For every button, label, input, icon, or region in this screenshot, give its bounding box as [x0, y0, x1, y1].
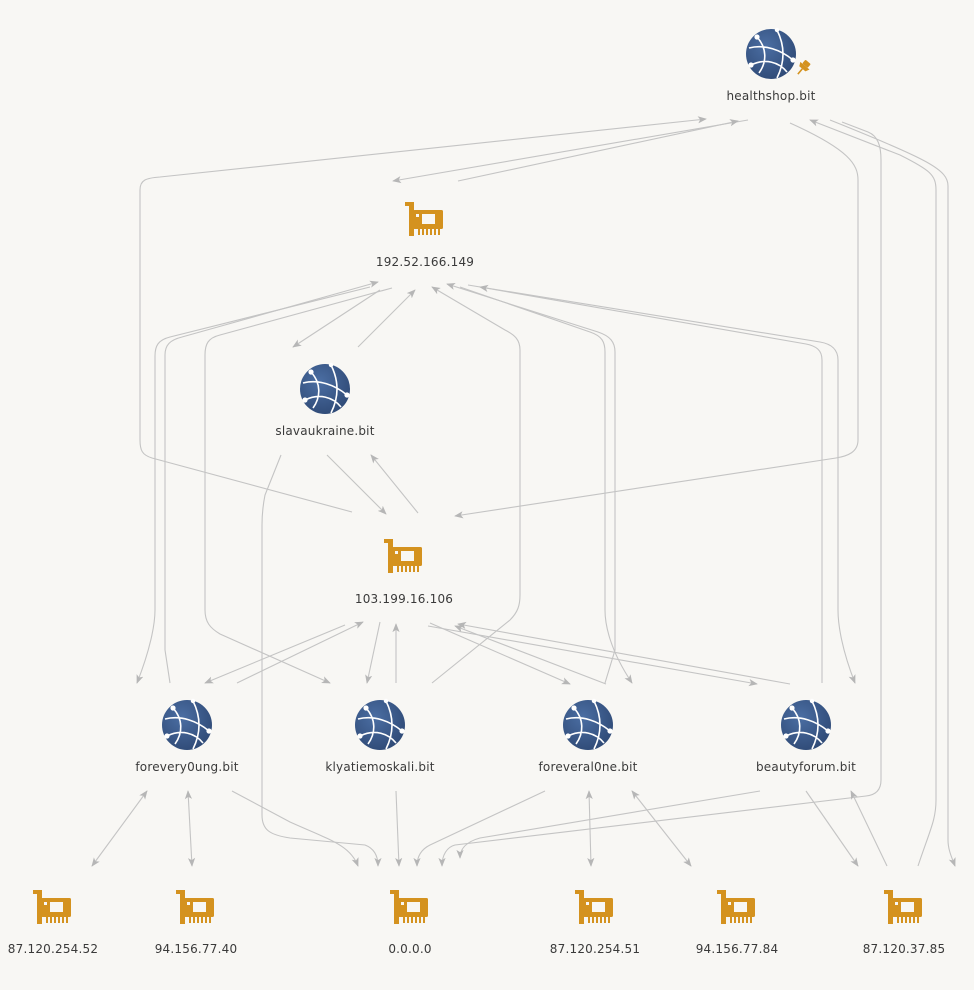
network-card-icon — [405, 202, 443, 236]
globe-icon — [746, 27, 796, 79]
edge-ip149-to-forevery — [136, 286, 371, 684]
network-card-icon — [33, 890, 71, 924]
globe-icon — [162, 698, 212, 750]
edge-beauty-to-ip0000 — [456, 790, 761, 859]
edge-ip106-to-klyatie — [365, 621, 381, 684]
edge-ip106-to-forevery — [204, 624, 346, 684]
node-slava[interactable]: slavaukraine.bit — [275, 362, 375, 438]
edge-foreveral-to-ip0000 — [413, 790, 546, 867]
network-card-icon — [176, 890, 214, 924]
node-label: 87.120.37.85 — [863, 942, 946, 956]
edge-ip149-to-foreveral — [459, 286, 633, 684]
node-beauty[interactable]: beautyforum.bit — [756, 698, 856, 774]
edge-klyatie-to-ip149 — [431, 286, 521, 684]
edge-foreveral-to-ip7784 — [631, 790, 692, 867]
node-ip7784[interactable]: 94.156.77.84 — [696, 890, 779, 956]
edge-beauty-to-ip106 — [457, 621, 791, 685]
network-card-icon — [390, 890, 428, 924]
node-ip5451[interactable]: 87.120.254.51 — [550, 890, 640, 956]
edge-forevery-to-ip106 — [236, 621, 364, 684]
edge-slava-to-ip106 — [326, 454, 387, 515]
edge-klyatie-to-ip0000 — [395, 790, 403, 867]
node-label: foreveral0ne.bit — [538, 760, 637, 774]
globe-icon — [781, 698, 831, 750]
edges-layer — [91, 116, 956, 867]
node-klyatie[interactable]: klyatiemoskali.bit — [325, 698, 435, 774]
node-label: beautyforum.bit — [756, 760, 856, 774]
node-label: slavaukraine.bit — [275, 424, 374, 438]
node-ip0000[interactable]: 0.0.0.0 — [388, 890, 431, 956]
edge-slava-to-ip149 — [357, 289, 416, 348]
edge-foreveral-to-ip149 — [446, 283, 616, 684]
node-ip106[interactable]: 103.199.16.106 — [355, 539, 453, 606]
node-label: 87.120.254.52 — [8, 942, 98, 956]
edge-beauty-to-ip3785 — [805, 790, 859, 867]
edge-beauty-to-ip149 — [479, 284, 823, 683]
node-label: 87.120.254.51 — [550, 942, 640, 956]
node-ip3785[interactable]: 87.120.37.85 — [863, 890, 946, 956]
node-label: 0.0.0.0 — [388, 942, 431, 956]
node-foreveral[interactable]: foreveral0ne.bit — [538, 698, 637, 774]
globe-icon — [563, 698, 613, 750]
edge-healthshop-to-ip106 — [454, 122, 859, 519]
node-ip7740[interactable]: 94.156.77.40 — [155, 890, 238, 956]
edge-ip106-to-slava — [370, 454, 419, 514]
edge-ip106-to-healthshop — [139, 116, 707, 513]
node-label: healthshop.bit — [726, 89, 815, 103]
edge-foreveral-to-ip5451 — [585, 790, 595, 867]
edge-ip106-to-beauty — [427, 625, 758, 687]
node-ip5452[interactable]: 87.120.254.52 — [8, 890, 98, 956]
node-label: forevery0ung.bit — [135, 760, 238, 774]
node-label: 192.52.166.149 — [376, 255, 474, 269]
network-card-icon — [384, 539, 422, 573]
edge-ip149-to-healthshop — [457, 119, 739, 182]
edge-slava-to-ip0000 — [261, 454, 382, 867]
edge-ip3785-to-beauty — [850, 790, 888, 867]
network-card-icon — [575, 890, 613, 924]
pin-icon[interactable] — [793, 58, 812, 78]
edge-ip149-to-slava — [292, 289, 381, 348]
edge-forevery-to-ip0000 — [231, 790, 359, 867]
globe-icon — [355, 698, 405, 750]
node-ip149[interactable]: 192.52.166.149 — [376, 202, 474, 269]
edge-forevery-to-ip5452 — [91, 790, 148, 867]
node-label: 103.199.16.106 — [355, 592, 453, 606]
edge-ip149-to-beauty — [467, 284, 856, 684]
network-card-icon — [884, 890, 922, 924]
network-card-icon — [717, 890, 755, 924]
edge-ip106-to-foreveral — [429, 622, 571, 685]
edge-healthshop-to-ip0000 — [438, 121, 882, 867]
edge-ip3785-to-healthshop — [809, 119, 937, 867]
node-label: 94.156.77.84 — [696, 942, 779, 956]
node-label: 94.156.77.40 — [155, 942, 238, 956]
edge-ip149-to-klyatie — [204, 287, 393, 684]
globe-icon — [300, 362, 350, 414]
node-forevery[interactable]: forevery0ung.bit — [135, 698, 239, 774]
edge-forevery-to-ip7740 — [184, 790, 196, 867]
node-healthshop[interactable]: healthshop.bit — [726, 27, 815, 103]
node-label: klyatiemoskali.bit — [325, 760, 434, 774]
edge-healthshop-to-ip149 — [392, 119, 749, 184]
edge-healthshop-to-ip3785 — [829, 119, 956, 867]
edge-forevery-to-ip149 — [164, 280, 379, 684]
